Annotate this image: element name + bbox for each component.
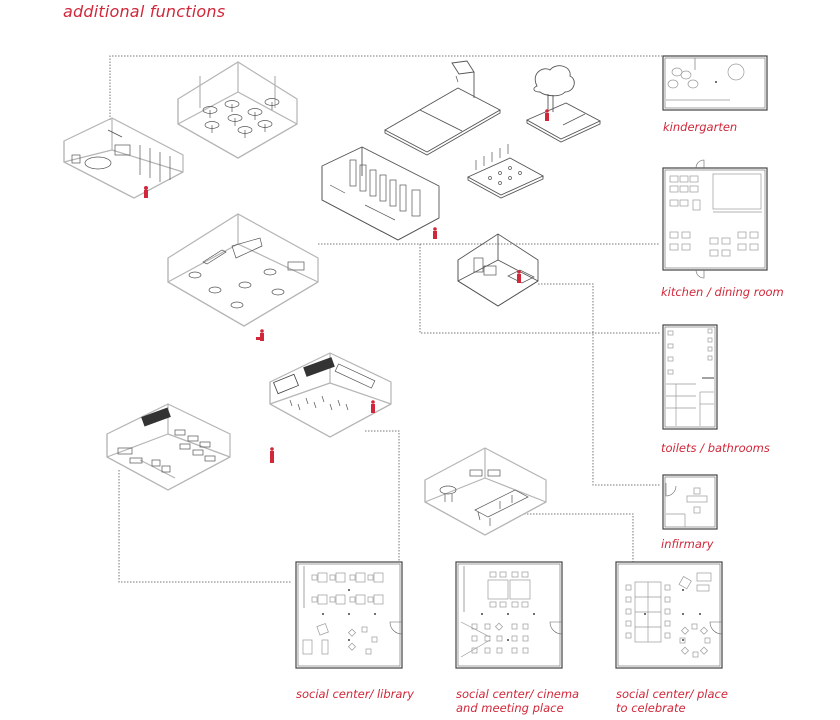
- toilet-block-axonometric-icon: [321, 146, 440, 241]
- celebrate-floor-plan: [615, 561, 723, 669]
- connector-library: [118, 470, 292, 583]
- basketball-court-axonometric-icon: [384, 60, 501, 156]
- toilets-floor-plan: [662, 324, 718, 430]
- person-figure-icon: [270, 447, 274, 463]
- library-floor-plan: [295, 561, 403, 669]
- infirmary-floor-plan: [662, 474, 718, 530]
- kindergarten-floor-plan: [662, 55, 768, 111]
- label-celebrate-line2: to celebrate: [616, 701, 686, 715]
- label-cinema-line1: social center/ cinema: [456, 687, 580, 701]
- infirmary-room-axonometric-icon: [457, 233, 539, 307]
- kitchen-dining-floor-plan: [662, 159, 768, 279]
- connector-kindergarten: [109, 55, 662, 120]
- label-infirmary: infirmary: [661, 537, 714, 551]
- label-kindergarten: kindergarten: [663, 120, 738, 134]
- connector-library-2: [365, 430, 400, 562]
- cinema-room-axonometric-icon: [269, 352, 392, 438]
- tree-swing-axonometric-icon: [525, 65, 602, 143]
- label-library: social center/ library: [296, 687, 414, 701]
- connector-celebrate: [524, 513, 634, 562]
- dining-tables-axonometric-icon: [177, 61, 298, 159]
- connector-lines: [109, 55, 662, 583]
- page-title: additional functions: [63, 2, 226, 21]
- kindergarten-room-axonometric-icon: [63, 117, 184, 199]
- cinema-floor-plan: [455, 561, 563, 669]
- library-room-axonometric-icon: [106, 403, 231, 491]
- planting-beds-axonometric-icon: [466, 144, 545, 199]
- label-toilets: toilets / bathrooms: [661, 441, 770, 455]
- connector-infirmary: [538, 283, 660, 486]
- label-cinema-line2: and meeting place: [456, 701, 564, 715]
- kitchen-dining-axonometric-icon: [167, 213, 319, 341]
- label-kitchen-dining: kitchen / dining room: [661, 285, 784, 299]
- label-celebrate-line1: social center/ place: [616, 687, 728, 701]
- celebration-room-axonometric-icon: [424, 447, 547, 536]
- connector-toilets: [419, 244, 660, 334]
